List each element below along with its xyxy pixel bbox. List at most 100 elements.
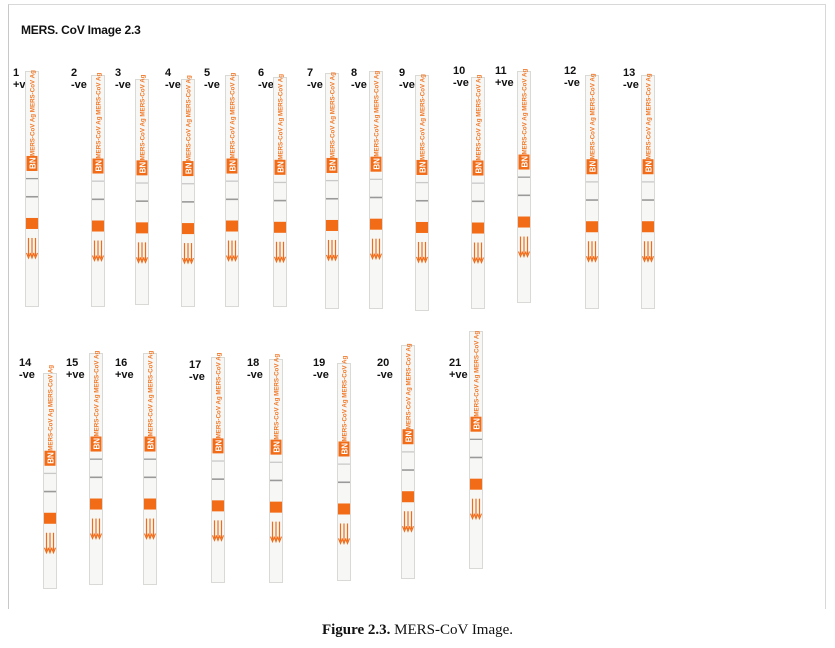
- test-line: [90, 458, 102, 460]
- strip-label-9: 9-ve: [399, 67, 415, 91]
- strip-label-11: 11+ve: [495, 65, 514, 89]
- flow-arrow-head: [521, 251, 527, 259]
- flow-arrow-head: [142, 257, 149, 264]
- strip-result: -ve: [165, 79, 181, 91]
- strip-graphic: MERS-CoV Ag MERS-CoV Ag BN: [91, 72, 105, 307]
- brand-mark: BN: [341, 443, 350, 455]
- test-line: [144, 458, 156, 460]
- control-line: [274, 199, 286, 202]
- brand-block: [144, 436, 156, 452]
- strip-result: +ve: [66, 369, 85, 381]
- strip-label-6: 6-ve: [258, 67, 274, 91]
- sample-block: [642, 221, 654, 233]
- brand-block: [586, 159, 598, 175]
- test-strip-2: MERS-CoV Ag MERS-CoV Ag BN: [91, 72, 105, 307]
- control-line: [270, 479, 282, 482]
- strip-printed-text: MERS-CoV Ag MERS-CoV Ag: [140, 74, 147, 160]
- flow-arrow-head: [344, 538, 351, 545]
- flow-arrow-head: [592, 256, 599, 263]
- flow-arrow-head: [96, 533, 103, 541]
- strip-label-4: 4-ve: [165, 67, 181, 91]
- brand-mark: BN: [645, 160, 654, 172]
- test-line: [472, 182, 484, 184]
- flow-arrow-head: [139, 257, 145, 264]
- photo-title: MERS. CoV Image 2.3: [21, 23, 141, 37]
- flow-arrow-head: [589, 256, 595, 263]
- test-line: [26, 177, 38, 180]
- strip-number: 17: [189, 359, 202, 371]
- flow-arrow-head: [229, 255, 235, 263]
- strip-number: 4: [165, 67, 172, 79]
- strip-label-16: 16+ve: [115, 357, 134, 381]
- strip-label-3: 3-ve: [115, 67, 131, 91]
- strip-number: 13: [623, 67, 636, 79]
- brand-mark: BN: [277, 161, 286, 173]
- strip-number: 10: [453, 65, 466, 77]
- brand-block: [182, 161, 194, 177]
- control-line: [144, 476, 156, 479]
- strip-printed-text: MERS-CoV Ag MERS-CoV Ag: [96, 72, 103, 158]
- brand-block: [90, 436, 102, 452]
- flow-arrow-head: [188, 257, 195, 265]
- test-line: [212, 460, 224, 462]
- brand-block: [92, 158, 104, 174]
- strip-result: -ve: [307, 79, 323, 91]
- flow-arrow-head: [276, 536, 283, 544]
- test-line: [326, 179, 338, 182]
- strip-printed-text: MERS-CoV Ag MERS-CoV Ag: [216, 352, 223, 438]
- strip-number: 20: [377, 357, 390, 369]
- test-line: [586, 181, 598, 183]
- brand-mark: BN: [95, 160, 104, 172]
- strip-printed-text: MERS-CoV Ag MERS-CoV Ag: [646, 73, 653, 159]
- sample-block: [402, 491, 414, 503]
- control-line: [518, 194, 530, 197]
- flow-arrow-head: [181, 257, 188, 265]
- control-line: [92, 198, 104, 201]
- brand-mark: BN: [147, 438, 156, 450]
- brand-mark: BN: [273, 441, 282, 453]
- sample-block: [44, 512, 56, 524]
- strip-number: 19: [313, 357, 326, 369]
- strip-printed-text: MERS-CoV Ag MERS-CoV Ag: [278, 74, 285, 160]
- strip-label-7: 7-ve: [307, 67, 323, 91]
- brand-block: [470, 416, 482, 432]
- strip-number: 21: [449, 357, 462, 369]
- strip-number: 6: [258, 67, 265, 79]
- test-line: [370, 178, 382, 180]
- test-line: [642, 181, 654, 183]
- flow-arrow-head: [341, 538, 347, 545]
- brand-block: [136, 160, 148, 176]
- flow-arrow-head: [25, 252, 32, 260]
- brand-block: [338, 441, 350, 457]
- test-line: [416, 181, 428, 184]
- strip-label-5: 5-ve: [204, 67, 220, 91]
- flow-arrow-head: [91, 255, 98, 263]
- sample-block: [586, 221, 598, 233]
- brand-mark: BN: [589, 160, 598, 172]
- strip-result: -ve: [71, 79, 87, 91]
- brand-block: [226, 158, 238, 174]
- flow-arrow-head: [648, 256, 655, 263]
- brand-mark: BN: [405, 430, 414, 442]
- strip-label-2: 2-ve: [71, 67, 87, 91]
- strip-number: 14: [19, 357, 32, 369]
- flow-arrow-head: [478, 257, 485, 265]
- sample-block: [518, 216, 530, 228]
- sample-block: [326, 219, 338, 231]
- brand-block: [274, 159, 286, 175]
- flow-arrow-head: [143, 533, 150, 541]
- strip-number: 9: [399, 67, 406, 79]
- strip-number: 15: [66, 357, 79, 369]
- test-line: [270, 461, 282, 463]
